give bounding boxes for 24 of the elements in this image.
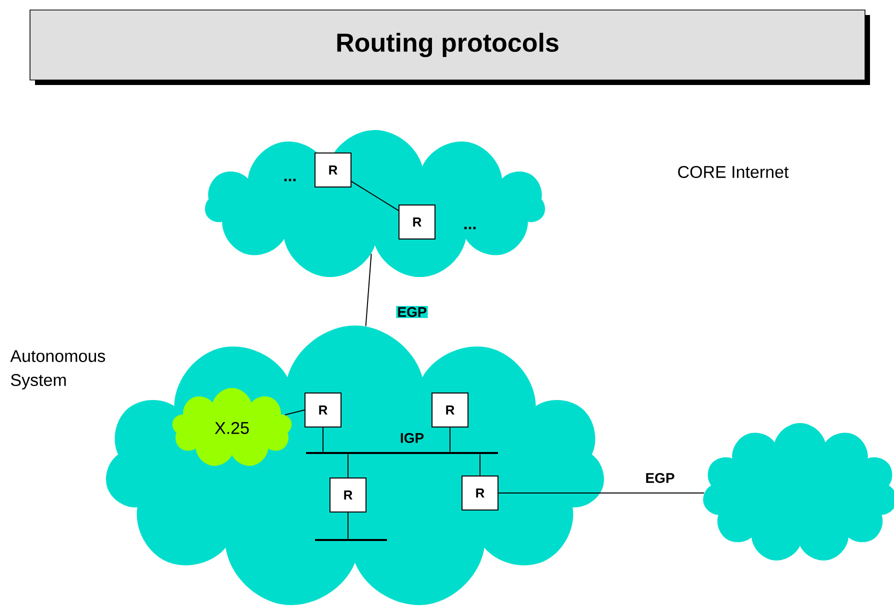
bus-label: IGP bbox=[400, 433, 424, 443]
ellipsis-text: ... bbox=[464, 226, 476, 230]
router-box: R bbox=[304, 392, 342, 428]
cloud-caption: Autonomous System bbox=[10, 350, 106, 390]
connector-line bbox=[351, 180, 399, 212]
router-box: R bbox=[432, 392, 468, 428]
bus-line bbox=[306, 452, 498, 454]
router-box: R bbox=[462, 476, 498, 510]
connector-line bbox=[322, 427, 324, 452]
title-banner: Routing protocols bbox=[30, 10, 870, 85]
edge-label: EGP bbox=[644, 472, 676, 484]
router-box: R bbox=[398, 204, 436, 240]
connector-line bbox=[284, 410, 305, 416]
bus-line bbox=[315, 539, 387, 541]
region-label: CORE Internet bbox=[678, 166, 789, 178]
router-box: R bbox=[314, 152, 352, 188]
cloud: X.25 bbox=[172, 388, 292, 466]
edge-label: EGP bbox=[396, 306, 428, 318]
connector-line bbox=[498, 492, 705, 494]
router-box: R bbox=[330, 478, 366, 512]
cloud bbox=[204, 130, 546, 277]
connector-line bbox=[365, 253, 372, 327]
cloud bbox=[703, 423, 894, 560]
ellipsis-text: ... bbox=[284, 178, 296, 182]
